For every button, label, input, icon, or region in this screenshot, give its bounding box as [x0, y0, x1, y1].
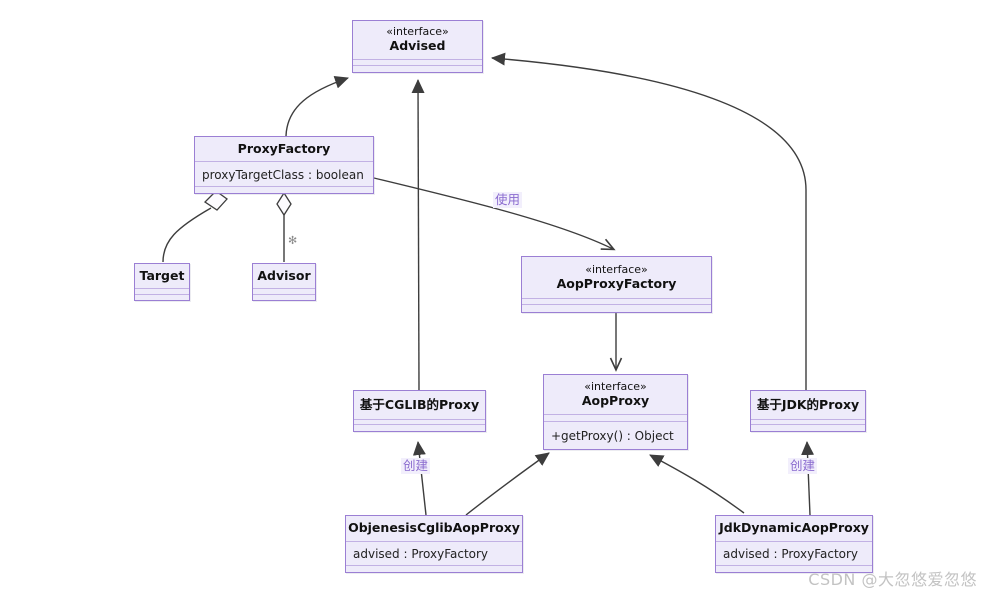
edge-proxyfactory-uses-aopproxyfactory [373, 177, 616, 251]
jdk-proxy-name: 基于JDK的Proxy [756, 396, 860, 412]
advisor-fields-compartment [253, 288, 315, 294]
edge-objenesis-creates-cglibproxy [412, 441, 427, 516]
advisor-multiplicity-label: ✻ [288, 234, 298, 247]
aopproxyfactory-stereotype: «interface» [585, 262, 648, 276]
aopproxy-stereotype: «interface» [584, 379, 647, 393]
target-fields-compartment [135, 288, 189, 294]
csdn-watermark: CSDN @大忽悠爱忽悠 [808, 570, 977, 589]
proxyfactory-name: ProxyFactory [237, 140, 331, 156]
edge-label-use: 使用 [493, 192, 523, 208]
edge-cglibproxy-to-advised [411, 79, 425, 391]
edge-jdkdynamic-to-aopproxy [649, 454, 745, 514]
aopproxy-fields-compartment [544, 414, 687, 421]
jdkdynamic-name: JdkDynamicAopProxy [719, 520, 869, 536]
jdkdynamic-methods-compartment [716, 565, 872, 572]
class-advised-title: «interface» Advised [353, 21, 482, 59]
edge-jdkdynamic-creates-jdkproxy [801, 441, 815, 516]
class-aopproxy: «interface» AopProxy +getProxy() : Objec… [543, 374, 688, 450]
aggregation-diamond-advisor [276, 191, 292, 217]
aggregation-diamond-target [203, 190, 228, 211]
aopproxyfactory-name: AopProxyFactory [556, 275, 677, 291]
advised-stereotype: «interface» [386, 25, 449, 39]
class-aopproxy-title: «interface» AopProxy [544, 375, 687, 414]
edge-label-create-left: 创建 [401, 458, 431, 474]
objenesis-name: ObjenesisCglibAopProxy [348, 520, 520, 536]
edge-label-create-right: 创建 [788, 458, 818, 474]
class-proxyfactory: ProxyFactory proxyTargetClass : boolean [194, 136, 374, 194]
target-methods-compartment [135, 294, 189, 300]
class-target: Target [134, 263, 190, 301]
objenesis-methods-compartment [346, 565, 522, 572]
edge-proxyfactory-aggregates-target [162, 207, 212, 263]
class-target-title: Target [135, 264, 189, 288]
class-cglib-proxy: 基于CGLIB的Proxy [353, 390, 486, 432]
jdkdynamic-attribute: advised : ProxyFactory [716, 541, 872, 565]
class-jdk-dynamic-aop-proxy: JdkDynamicAopProxy advised : ProxyFactor… [715, 515, 873, 573]
class-cglib-proxy-title: 基于CGLIB的Proxy [354, 391, 485, 419]
edge-jdkproxy-to-advised [491, 52, 807, 390]
class-jdk-proxy-title: 基于JDK的Proxy [751, 391, 865, 419]
objenesis-attribute: advised : ProxyFactory [346, 541, 522, 565]
aopproxy-operation: +getProxy() : Object [544, 421, 687, 449]
cglib-proxy-methods-compartment [354, 424, 485, 431]
jdk-proxy-fields-compartment [751, 419, 865, 424]
class-proxyfactory-title: ProxyFactory [195, 137, 373, 161]
class-jdk-proxy: 基于JDK的Proxy [750, 390, 866, 432]
class-objenesis-title: ObjenesisCglibAopProxy [346, 516, 522, 541]
edge-proxyfactory-to-advised [285, 76, 349, 137]
advisor-name: Advisor [257, 267, 311, 283]
advised-name: Advised [389, 38, 446, 54]
class-jdkdynamic-title: JdkDynamicAopProxy [716, 516, 872, 541]
cglib-proxy-name: 基于CGLIB的Proxy [359, 396, 480, 412]
advisor-methods-compartment [253, 294, 315, 300]
class-objenesis-cglib-aop-proxy: ObjenesisCglibAopProxy advised : ProxyFa… [345, 515, 523, 573]
cglib-proxy-fields-compartment [354, 419, 485, 424]
aopproxyfactory-fields-compartment [522, 298, 711, 304]
class-advisor: Advisor [252, 263, 316, 301]
class-advised: «interface» Advised [352, 20, 483, 73]
aopproxyfactory-methods-compartment [522, 304, 711, 312]
edge-objenesis-to-aopproxy [465, 452, 550, 516]
proxyfactory-methods-compartment [195, 186, 373, 193]
jdk-proxy-methods-compartment [751, 424, 865, 431]
advised-fields-compartment [353, 59, 482, 65]
class-aopproxyfactory: «interface» AopProxyFactory [521, 256, 712, 313]
target-name: Target [139, 267, 185, 283]
aopproxy-name: AopProxy [581, 392, 650, 408]
proxyfactory-attribute: proxyTargetClass : boolean [195, 161, 373, 186]
advised-methods-compartment [353, 65, 482, 72]
class-advisor-title: Advisor [253, 264, 315, 288]
class-aopproxyfactory-title: «interface» AopProxyFactory [522, 257, 711, 298]
